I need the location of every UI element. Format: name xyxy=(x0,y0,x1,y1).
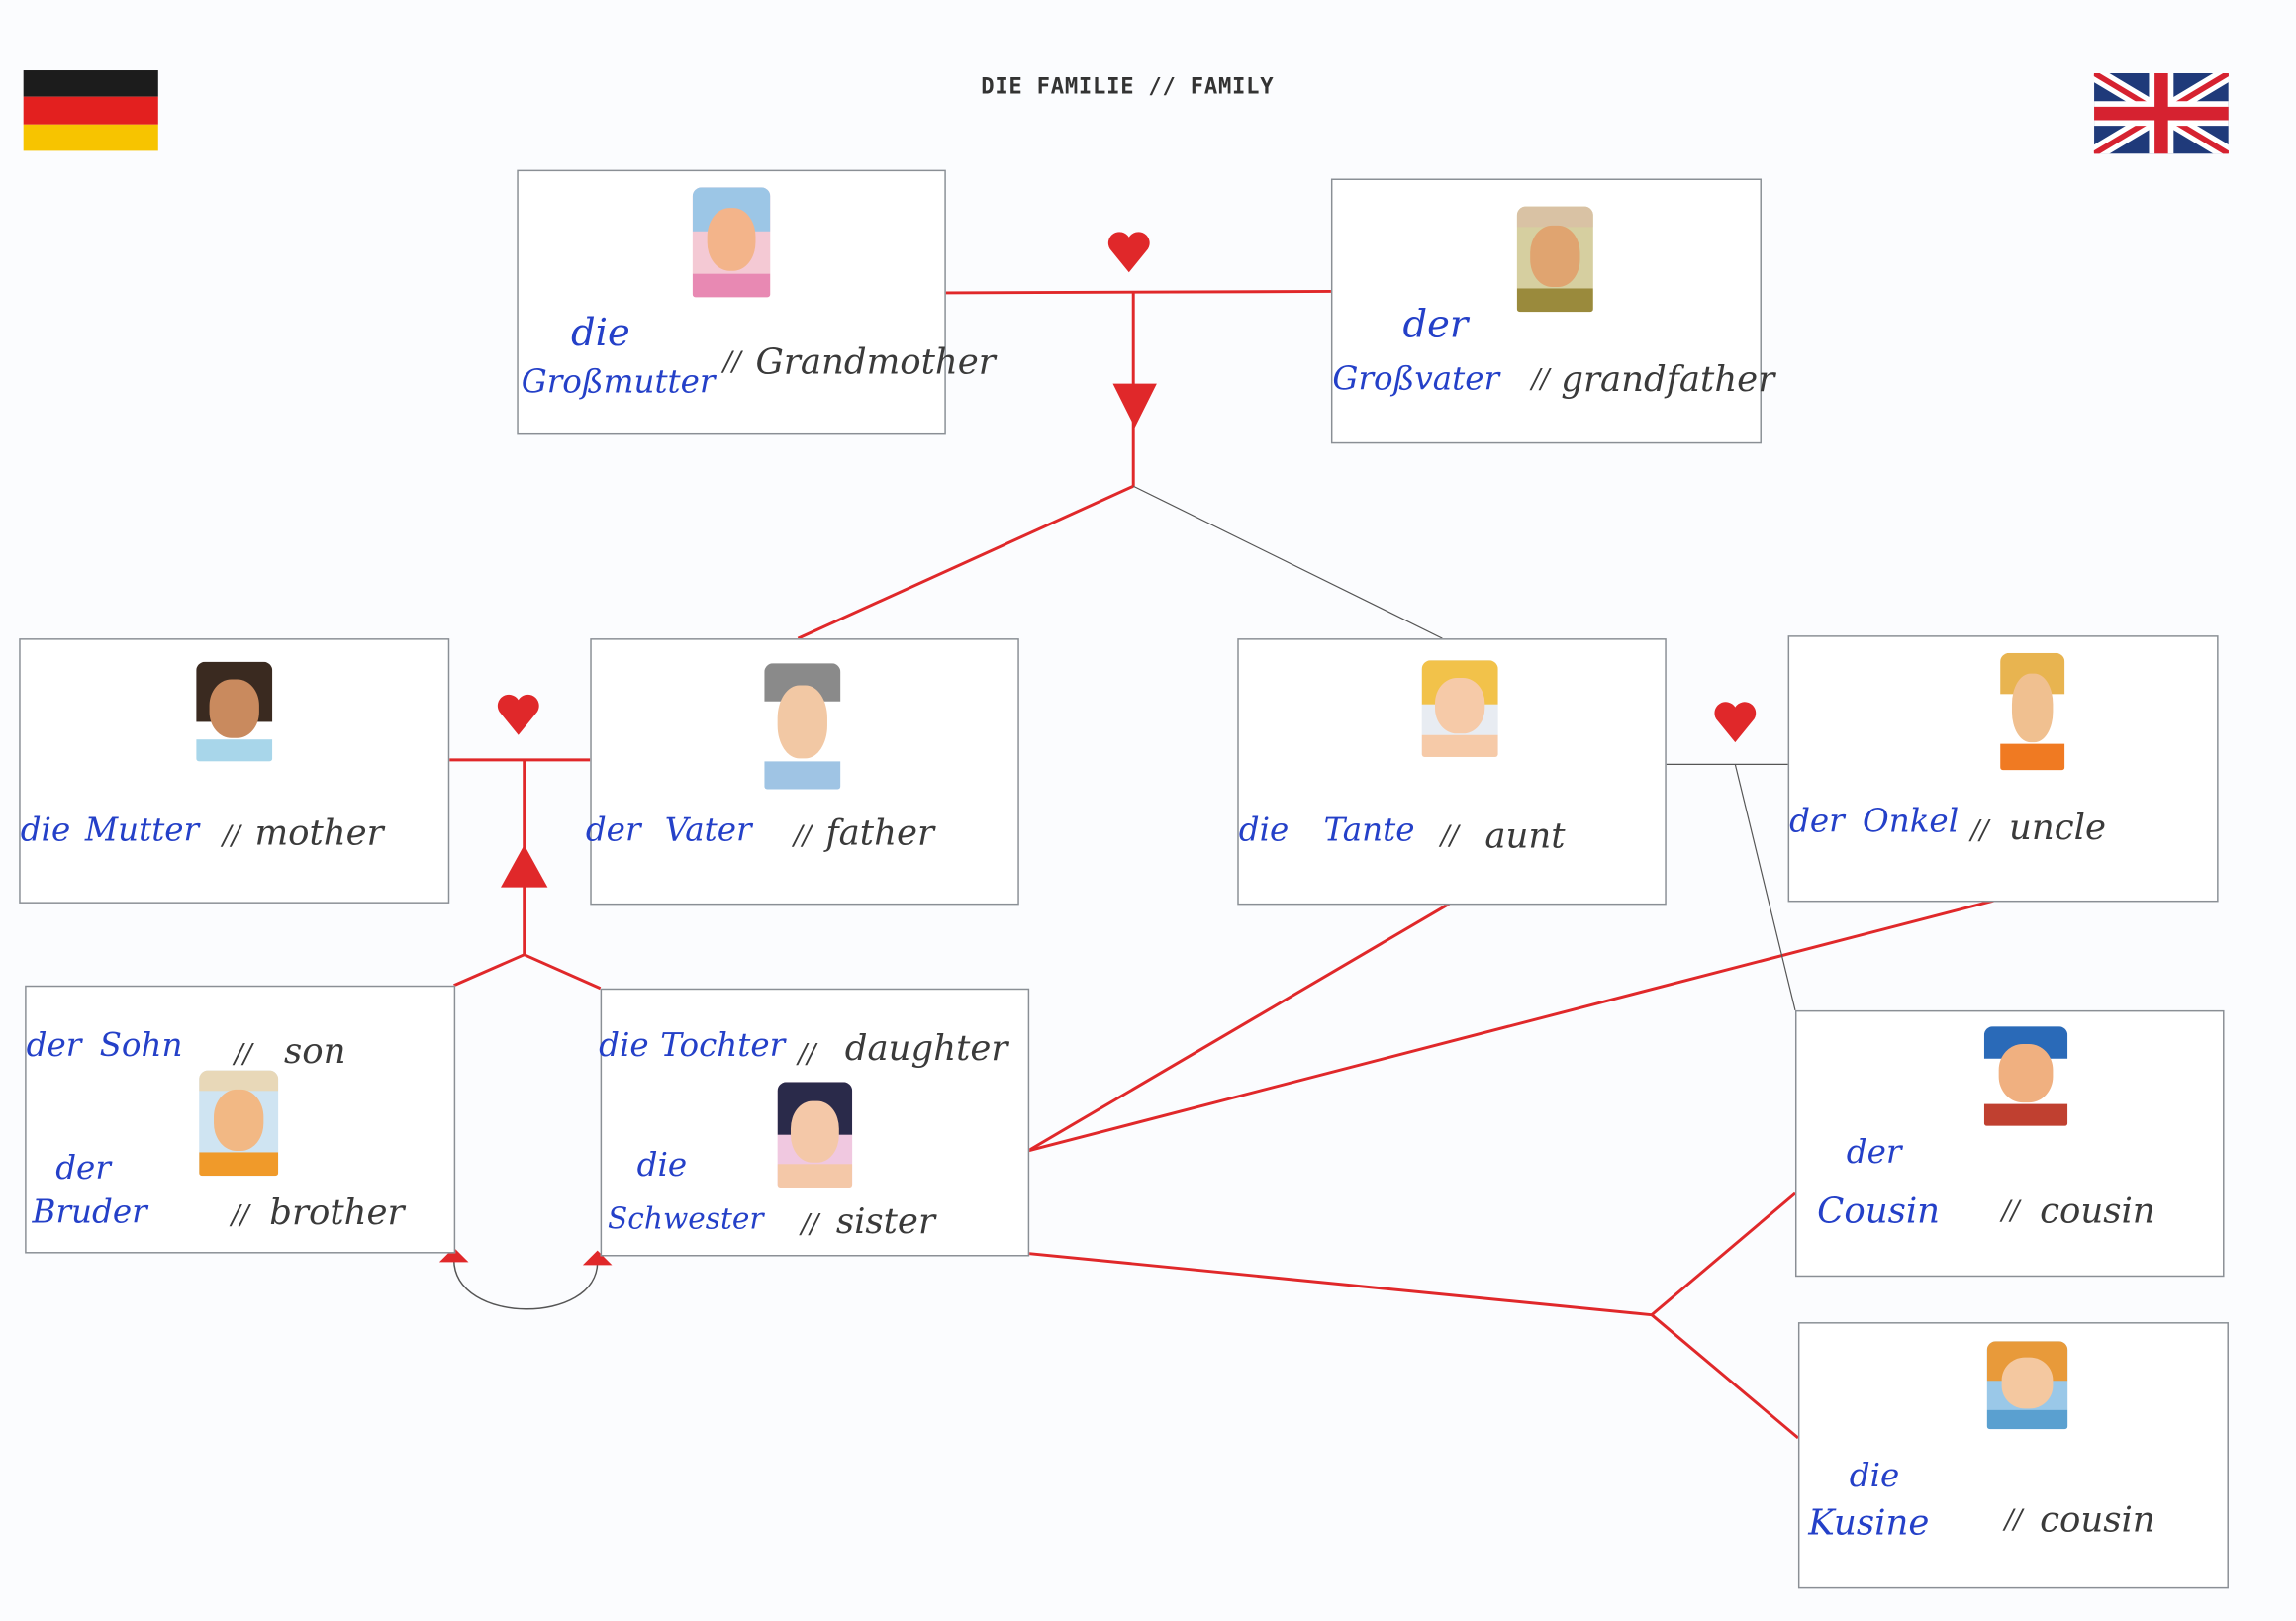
german-word: Kusine xyxy=(1808,1502,1930,1544)
aunt-to-children xyxy=(1026,902,1451,1153)
card-grandmother: die Großmutter // Grandmother xyxy=(517,169,996,435)
english-word: brother xyxy=(269,1192,405,1233)
german-word: Cousin xyxy=(1817,1190,1941,1232)
separator: // xyxy=(2001,1195,2020,1227)
father-portrait xyxy=(764,663,841,790)
english-word: Grandmother xyxy=(755,340,996,383)
german-word: Großmutter xyxy=(521,364,716,402)
english-word: aunt xyxy=(1484,815,1566,857)
german-word: Tante xyxy=(1323,812,1415,850)
uncle-to-cousin xyxy=(1734,764,1796,1011)
article: die xyxy=(636,1148,688,1185)
to-cousin-m xyxy=(1651,1192,1796,1316)
separator: // xyxy=(1440,821,1459,853)
separator: // xyxy=(801,1209,819,1241)
card-father: der Vater // father xyxy=(586,638,1019,906)
uk-flag-icon xyxy=(2093,72,2229,154)
card-mother: die Mutter // mother xyxy=(19,638,450,904)
aunt-portrait xyxy=(1421,660,1498,757)
german-flag-icon xyxy=(23,70,158,151)
german-word: Bruder xyxy=(32,1194,147,1232)
separator: // xyxy=(722,346,741,378)
arrow-up-icon xyxy=(501,844,548,888)
english-word: cousin xyxy=(2040,1190,2155,1232)
card-uncle: der Onkel // uncle xyxy=(1787,635,2219,903)
german-word: Großvater xyxy=(1332,361,1500,399)
card-daughter-sister: die Tochter // daughter die Schwester //… xyxy=(599,988,1030,1257)
daughter-portrait xyxy=(777,1082,853,1188)
son-portrait xyxy=(199,1070,279,1177)
article: die xyxy=(571,312,630,356)
article: die xyxy=(599,1027,649,1065)
english-word: daughter xyxy=(844,1027,1008,1070)
separator: // xyxy=(793,821,812,853)
arrow-down-icon xyxy=(1112,383,1157,429)
english-word: father xyxy=(825,812,934,854)
arrow-up-small-icon xyxy=(582,1250,613,1266)
english-word: uncle xyxy=(2009,807,2107,848)
children-to-cousins xyxy=(1027,1252,1653,1317)
uncle-to-children xyxy=(1027,899,1995,1153)
separator: // xyxy=(2004,1505,2023,1537)
heart-icon xyxy=(497,694,539,735)
article: der xyxy=(1789,804,1845,841)
grandparents-link xyxy=(944,289,1331,295)
line-to-daughter xyxy=(524,953,602,991)
line-to-son xyxy=(453,953,526,988)
card-cousin-male: der Cousin // cousin xyxy=(1794,1009,2225,1278)
english-word: grandfather xyxy=(1561,358,1775,400)
uncle-portrait xyxy=(2000,652,2065,771)
line-to-father xyxy=(797,484,1134,640)
to-cousin-f xyxy=(1651,1313,1799,1440)
article: der xyxy=(1846,1134,1902,1172)
heart-icon xyxy=(1107,232,1150,273)
line-to-aunt xyxy=(1132,485,1443,639)
separator: // xyxy=(1970,815,1989,847)
english-word: son xyxy=(284,1030,346,1073)
arrow-up-small-icon xyxy=(438,1247,469,1263)
card-aunt: die Tante // aunt xyxy=(1237,638,1667,906)
separator: // xyxy=(222,821,240,853)
article: die xyxy=(1849,1458,1900,1495)
german-word: Schwester xyxy=(608,1200,764,1236)
article: der xyxy=(55,1150,111,1188)
separator: // xyxy=(231,1200,249,1232)
english-word: sister xyxy=(835,1200,935,1242)
german-word: Mutter xyxy=(84,812,200,850)
english-word: cousin xyxy=(2040,1499,2155,1541)
cousin-female-portrait xyxy=(1986,1341,2068,1430)
card-grandfather: der Großvater // grandfather xyxy=(1330,178,1774,444)
grandfather-portrait xyxy=(1516,206,1593,313)
german-word: Sohn xyxy=(99,1027,183,1065)
article: die xyxy=(1238,812,1290,850)
english-word: mother xyxy=(254,812,384,854)
article: die xyxy=(20,812,71,850)
mother-portrait xyxy=(196,661,273,762)
cousin-male-portrait xyxy=(1983,1026,2068,1126)
german-word: Onkel xyxy=(1863,804,1960,841)
card-cousin-female: die Kusine // cousin xyxy=(1797,1322,2229,1589)
grandmother-portrait xyxy=(692,187,771,298)
german-word: Tochter xyxy=(660,1027,786,1065)
heart-icon xyxy=(1714,702,1757,743)
article: der xyxy=(26,1027,82,1065)
separator: // xyxy=(1531,364,1550,396)
article: der xyxy=(1402,303,1469,347)
article: der xyxy=(585,812,641,850)
page-title: DIE FAMILIE // FAMILY xyxy=(981,72,1275,100)
separator: // xyxy=(234,1039,252,1071)
sibling-arc xyxy=(452,1259,599,1310)
german-word: Vater xyxy=(664,812,752,850)
separator: // xyxy=(798,1039,816,1071)
card-son-brother: der Sohn // son der Bruder // brother xyxy=(25,985,456,1254)
